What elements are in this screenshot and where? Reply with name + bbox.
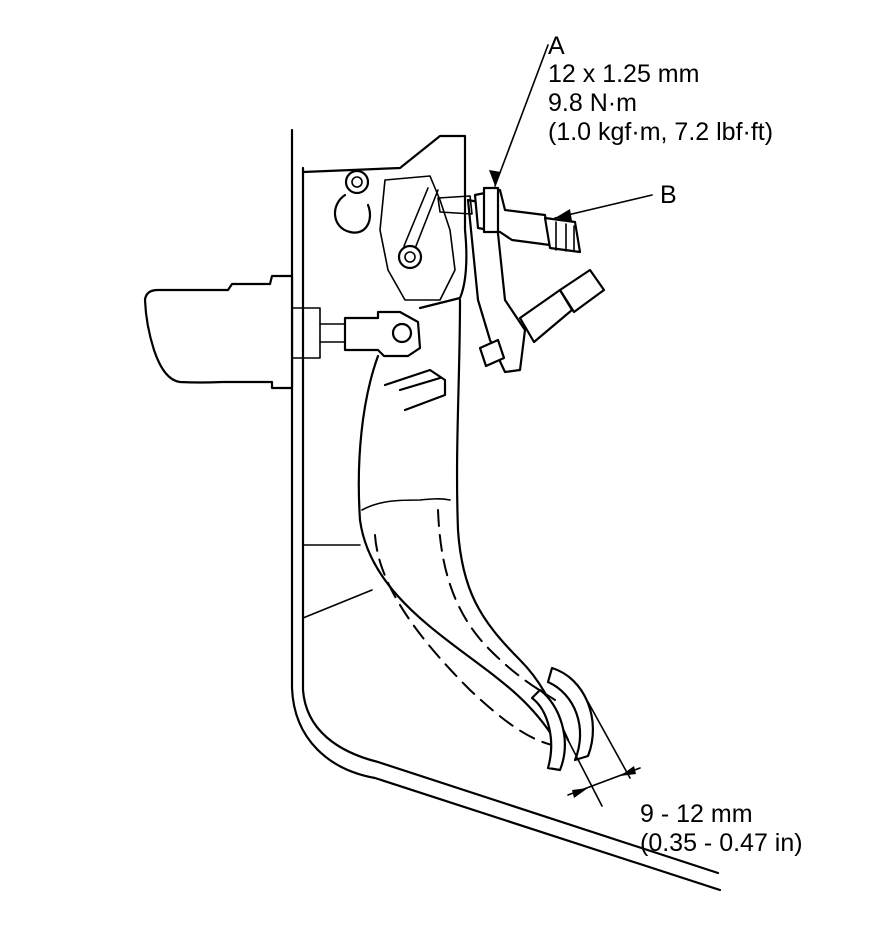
firewall-panel [290,128,722,892]
booster-flange [291,307,321,359]
booster-rod [319,323,346,343]
pedal-stop-clip [383,368,447,412]
callout-a-thread: 12 x 1.25 mm [548,60,700,88]
dimension-extension-left [567,739,603,807]
bracket-lower-edge [302,544,373,619]
leader-a [494,44,549,187]
callout-a-torque: 9.8 N·m [548,89,637,117]
connector-b [543,216,582,254]
leader-b [554,194,653,219]
secondary-connector [558,268,606,314]
pedal-arm-alt-outer [374,534,553,746]
callout-a-torque-alt: (1.0 kgf·m, 7.2 lbf·ft) [548,118,774,146]
leader-a-arrowhead [489,170,501,186]
dimension-imperial: (0.35 - 0.47 in) [640,829,803,857]
pivot-bolt-lower [397,244,423,270]
leader-b-arrowhead [555,209,572,221]
pedal-bracket [301,134,468,310]
return-spring-hook [334,193,372,234]
firewall-inner-edge [301,166,720,875]
pedal-arm [357,354,557,742]
pivot-bolt-upper [344,169,370,195]
pedal-arm-alt-inner [437,509,556,701]
brake-booster [143,274,294,390]
secondary-pin [478,338,506,368]
switch-bracket [466,198,527,374]
dimension-arrow-left [572,788,588,798]
callout-b-letter: B [660,181,677,209]
dimension-arrow-right [620,766,636,776]
pedal-pad [530,688,566,772]
dimension-metric: 9 - 12 mm [640,800,753,828]
pedal-pad-alt [546,666,594,762]
linkage-plate [379,175,456,301]
dimension-extension-right [587,701,631,779]
switch-plunger [437,195,473,215]
clevis-pin [391,322,413,344]
switch-locknut [482,186,500,234]
callout-a-letter: A [548,32,565,60]
pedal-arm-inner [455,298,570,742]
